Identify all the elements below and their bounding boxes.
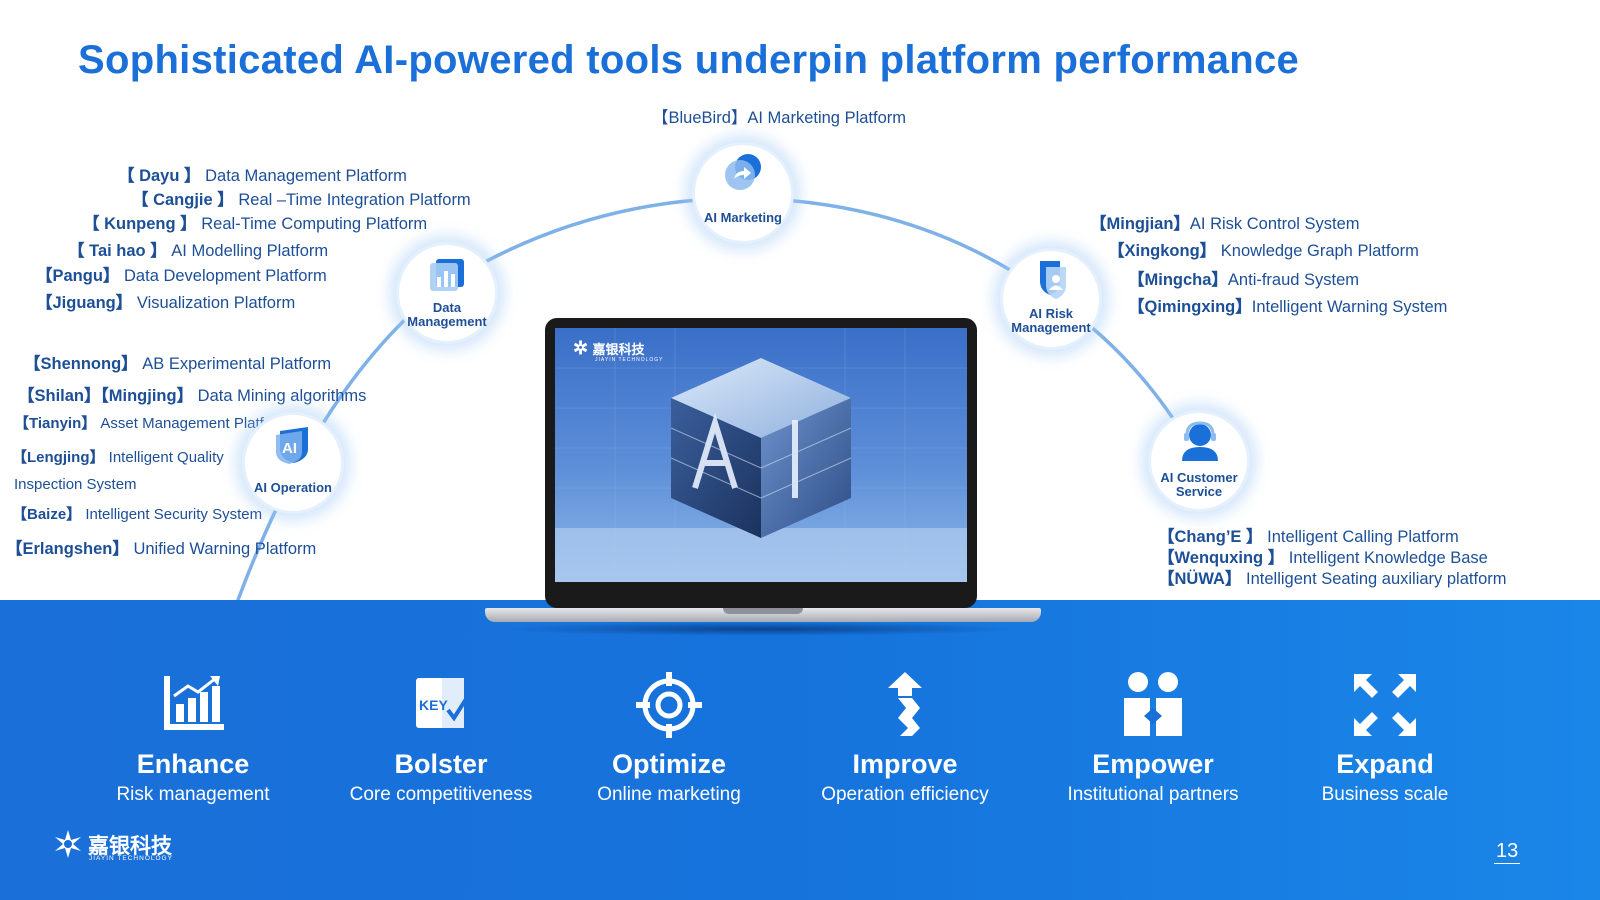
feature-sub: Institutional partners — [1067, 784, 1239, 805]
ai-cube-graphic — [555, 328, 967, 582]
node-ai-operation: AI AI Operation — [242, 412, 344, 514]
feature-sub: Operation efficiency — [821, 784, 989, 805]
bluebird-label: 【BlueBird】AI Marketing Platform — [652, 109, 907, 127]
laptop-shadow — [505, 622, 1021, 636]
feature-heading: Empower — [1092, 749, 1214, 779]
feature-heading: Bolster — [394, 749, 488, 779]
laptop-screen-frame: ✲ 嘉银科技 JIAYIN TECHNOLOGY — [545, 318, 977, 608]
expand-arrows-icon — [1354, 674, 1416, 736]
benefits-band — [0, 600, 1600, 900]
feature-heading: Enhance — [136, 749, 250, 779]
marketing-share-icon — [725, 154, 761, 190]
list-item: 【Jiguang】 Visualization Platform — [36, 294, 296, 312]
shield-user-icon — [1040, 261, 1066, 299]
feature-optimize: Optimize Online marketing — [544, 670, 794, 806]
up-arrows-icon — [888, 672, 922, 736]
people-icon — [1124, 672, 1182, 736]
feature-heading: Improve — [852, 749, 958, 779]
ai-chip-icon: AI — [276, 427, 308, 464]
node-label: AI Marketing — [703, 210, 782, 225]
page-number: 13 — [1494, 840, 1521, 864]
laptop-base — [485, 608, 1041, 622]
feature-bolster: KEY Bolster Core competitiveness — [316, 670, 566, 806]
svg-text:AI: AI — [282, 440, 297, 457]
list-item: 【Wenquxing 】 Intelligent Knowledge Base — [1158, 549, 1488, 567]
svg-text:KEY: KEY — [419, 697, 448, 713]
feature-sub: Risk management — [116, 784, 270, 805]
list-item: 【Lengjing】 Intelligent Quality — [12, 449, 224, 466]
key-check-icon: KEY — [416, 678, 470, 728]
list-item: 【Chang’E 】 Intelligent Calling Platform — [1158, 528, 1459, 546]
list-item: 【 Cangjie 】 Real –Time Integration Platf… — [132, 191, 471, 209]
list-item: 【 Kunpeng 】 Real-Time Computing Platform — [83, 215, 428, 233]
list-item: 【 Tai hao 】 AI Modelling Platform — [68, 242, 329, 260]
target-icon — [636, 672, 702, 738]
feature-heading: Expand — [1336, 749, 1434, 779]
company-name: 嘉银科技 — [88, 835, 172, 858]
bar-chart-up-icon — [164, 676, 224, 730]
screen-logo: ✲ 嘉银科技 JIAYIN TECHNOLOGY — [573, 338, 664, 363]
page-title: Sophisticated AI-powered tools underpin … — [78, 38, 1300, 82]
laptop-illustration: ✲ 嘉银科技 JIAYIN TECHNOLOGY — [485, 318, 1041, 640]
list-item: 【Shilan】【Mingjing】 Data Mining algorithm… — [18, 387, 367, 405]
list-item: 【Baize】 Intelligent Security System — [12, 506, 263, 523]
feature-sub: Business scale — [1321, 784, 1449, 805]
data-chart-icon — [430, 259, 464, 291]
list-item: 【NÜWA】 Intelligent Seating auxiliary pla… — [1158, 570, 1507, 588]
list-item: 【Erlangshen】 Unified Warning Platform — [6, 540, 317, 558]
feature-sub: Core competitiveness — [349, 784, 533, 805]
list-item: 【Qimingxing】Intelligent Warning System — [1128, 298, 1448, 316]
node-label: AI Operation — [253, 480, 332, 495]
feature-heading: Optimize — [611, 749, 726, 779]
feature-sub: Online marketing — [597, 784, 741, 805]
company-subname: JIAYIN TECHNOLOGY — [89, 855, 173, 862]
company-logo-icon — [55, 830, 81, 858]
feature-enhance: Enhance Risk management — [68, 670, 318, 806]
list-item: 【Mingcha】Anti-fraud System — [1128, 271, 1360, 289]
laptop-notch — [723, 608, 803, 614]
feature-improve: Improve Operation efficiency — [780, 670, 1030, 806]
feature-empower: Empower Institutional partners — [1028, 670, 1278, 806]
node-ai-marketing: AI Marketing — [692, 142, 794, 244]
list-item: 【Pangu】 Data Development Platform — [36, 267, 327, 285]
company-logo: 嘉银科技 JIAYIN TECHNOLOGY — [52, 828, 172, 865]
list-item: 【Shennong】 AB Experimental Platform — [24, 355, 332, 373]
list-item: 【Mingjian】AI Risk Control System — [1090, 215, 1360, 233]
list-item: 【 Dayu 】 Data Management Platform — [118, 167, 407, 185]
feature-expand: Expand Business scale — [1260, 670, 1510, 806]
list-item: 【Tianyin】 Asset Management Platform — [14, 415, 290, 432]
list-item: 【Xingkong】 Knowledge Graph Platform — [1108, 242, 1419, 260]
laptop-screen: ✲ 嘉银科技 JIAYIN TECHNOLOGY — [555, 328, 967, 582]
headset-agent-icon — [1182, 421, 1218, 461]
list-item: Inspection System — [14, 476, 137, 493]
